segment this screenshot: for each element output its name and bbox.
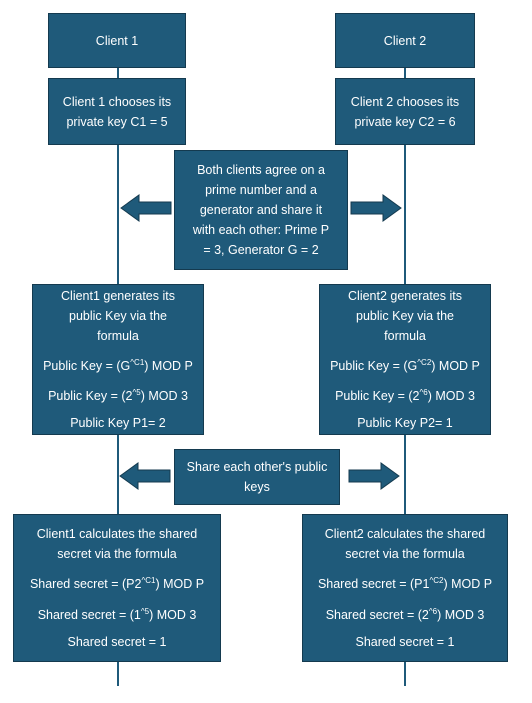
client1-private-key-line: private key C1 = 5 <box>66 114 168 129</box>
client2-shared-formula: Shared secret = (P1^C2) MOD P <box>317 576 493 592</box>
share-keys-box: Share each other's public keys <box>174 449 340 505</box>
arrow-right-share-icon <box>348 462 400 490</box>
client2-private-key-line: private key C2 = 6 <box>354 114 456 129</box>
client2-shared-intro: secret via the formula <box>345 547 465 562</box>
client2-shared-calc: Shared secret = (2^6) MOD 3 <box>325 606 485 622</box>
arrow-left-agree-icon <box>120 194 172 222</box>
client1-private-key-line: Client 1 chooses its <box>62 94 172 109</box>
client2-public-intro: Client2 generates its <box>348 288 462 303</box>
client1-shared-intro: secret via the formula <box>57 547 177 562</box>
client2-public-calc: Public Key = (2^6) MOD 3 <box>335 388 475 404</box>
client1-public-intro: Client1 generates its <box>61 288 175 303</box>
agreement-box: Both clients agree on a prime number and… <box>174 150 348 270</box>
client1-shared-intro: Client1 calculates the shared <box>36 527 198 542</box>
client1-public-calc: Public Key = (2^5) MOD 3 <box>48 388 188 404</box>
client1-header: Client 1 <box>48 13 186 68</box>
client2-shared-intro: Client2 calculates the shared <box>324 527 486 542</box>
client2-shared-result: Shared secret = 1 <box>355 634 455 649</box>
client2-public-intro: formula <box>384 328 426 343</box>
arrow-right-agree-icon <box>350 194 402 222</box>
agreement-line: prime number and a <box>205 183 317 197</box>
client2-private-key-line: Client 2 chooses its <box>350 94 460 109</box>
client1-public-intro: public Key via the <box>69 308 167 323</box>
client1-public-result: Public Key P1= 2 <box>70 416 166 431</box>
client2-public-formula: Public Key = (G^C2) MOD P <box>330 357 480 373</box>
arrow-left-share-icon <box>119 462 171 490</box>
client2-shared-secret-box: Client2 calculates the shared secret via… <box>302 514 508 662</box>
client1-shared-result: Shared secret = 1 <box>67 634 167 649</box>
client2-private-key-box: Client 2 chooses its private key C2 = 6 <box>335 78 475 145</box>
agreement-line: Both clients agree on a <box>197 163 325 177</box>
client2-header-label: Client 2 <box>383 33 427 48</box>
client1-shared-calc: Shared secret = (1^5) MOD 3 <box>37 606 197 622</box>
client1-public-intro: formula <box>97 328 139 343</box>
share-keys-line: Share each other's public <box>186 460 328 474</box>
share-keys-line: keys <box>244 480 270 494</box>
client1-header-label: Client 1 <box>95 33 139 48</box>
client1-shared-secret-box: Client1 calculates the shared secret via… <box>13 514 221 662</box>
agreement-line: = 3, Generator G = 2 <box>203 243 319 257</box>
client1-public-key-box: Client1 generates its public Key via the… <box>32 284 204 435</box>
client2-public-intro: public Key via the <box>356 308 454 323</box>
client1-private-key-box: Client 1 chooses its private key C1 = 5 <box>48 78 186 145</box>
client2-public-result: Public Key P2= 1 <box>357 416 453 431</box>
client2-public-key-box: Client2 generates its public Key via the… <box>319 284 491 435</box>
client1-shared-formula: Shared secret = (P2^C1) MOD P <box>29 576 205 592</box>
agreement-line: generator and share it <box>199 203 323 217</box>
agreement-line: with each other: Prime P <box>192 223 330 237</box>
client1-public-formula: Public Key = (G^C1) MOD P <box>43 357 193 373</box>
client2-header: Client 2 <box>335 13 475 68</box>
